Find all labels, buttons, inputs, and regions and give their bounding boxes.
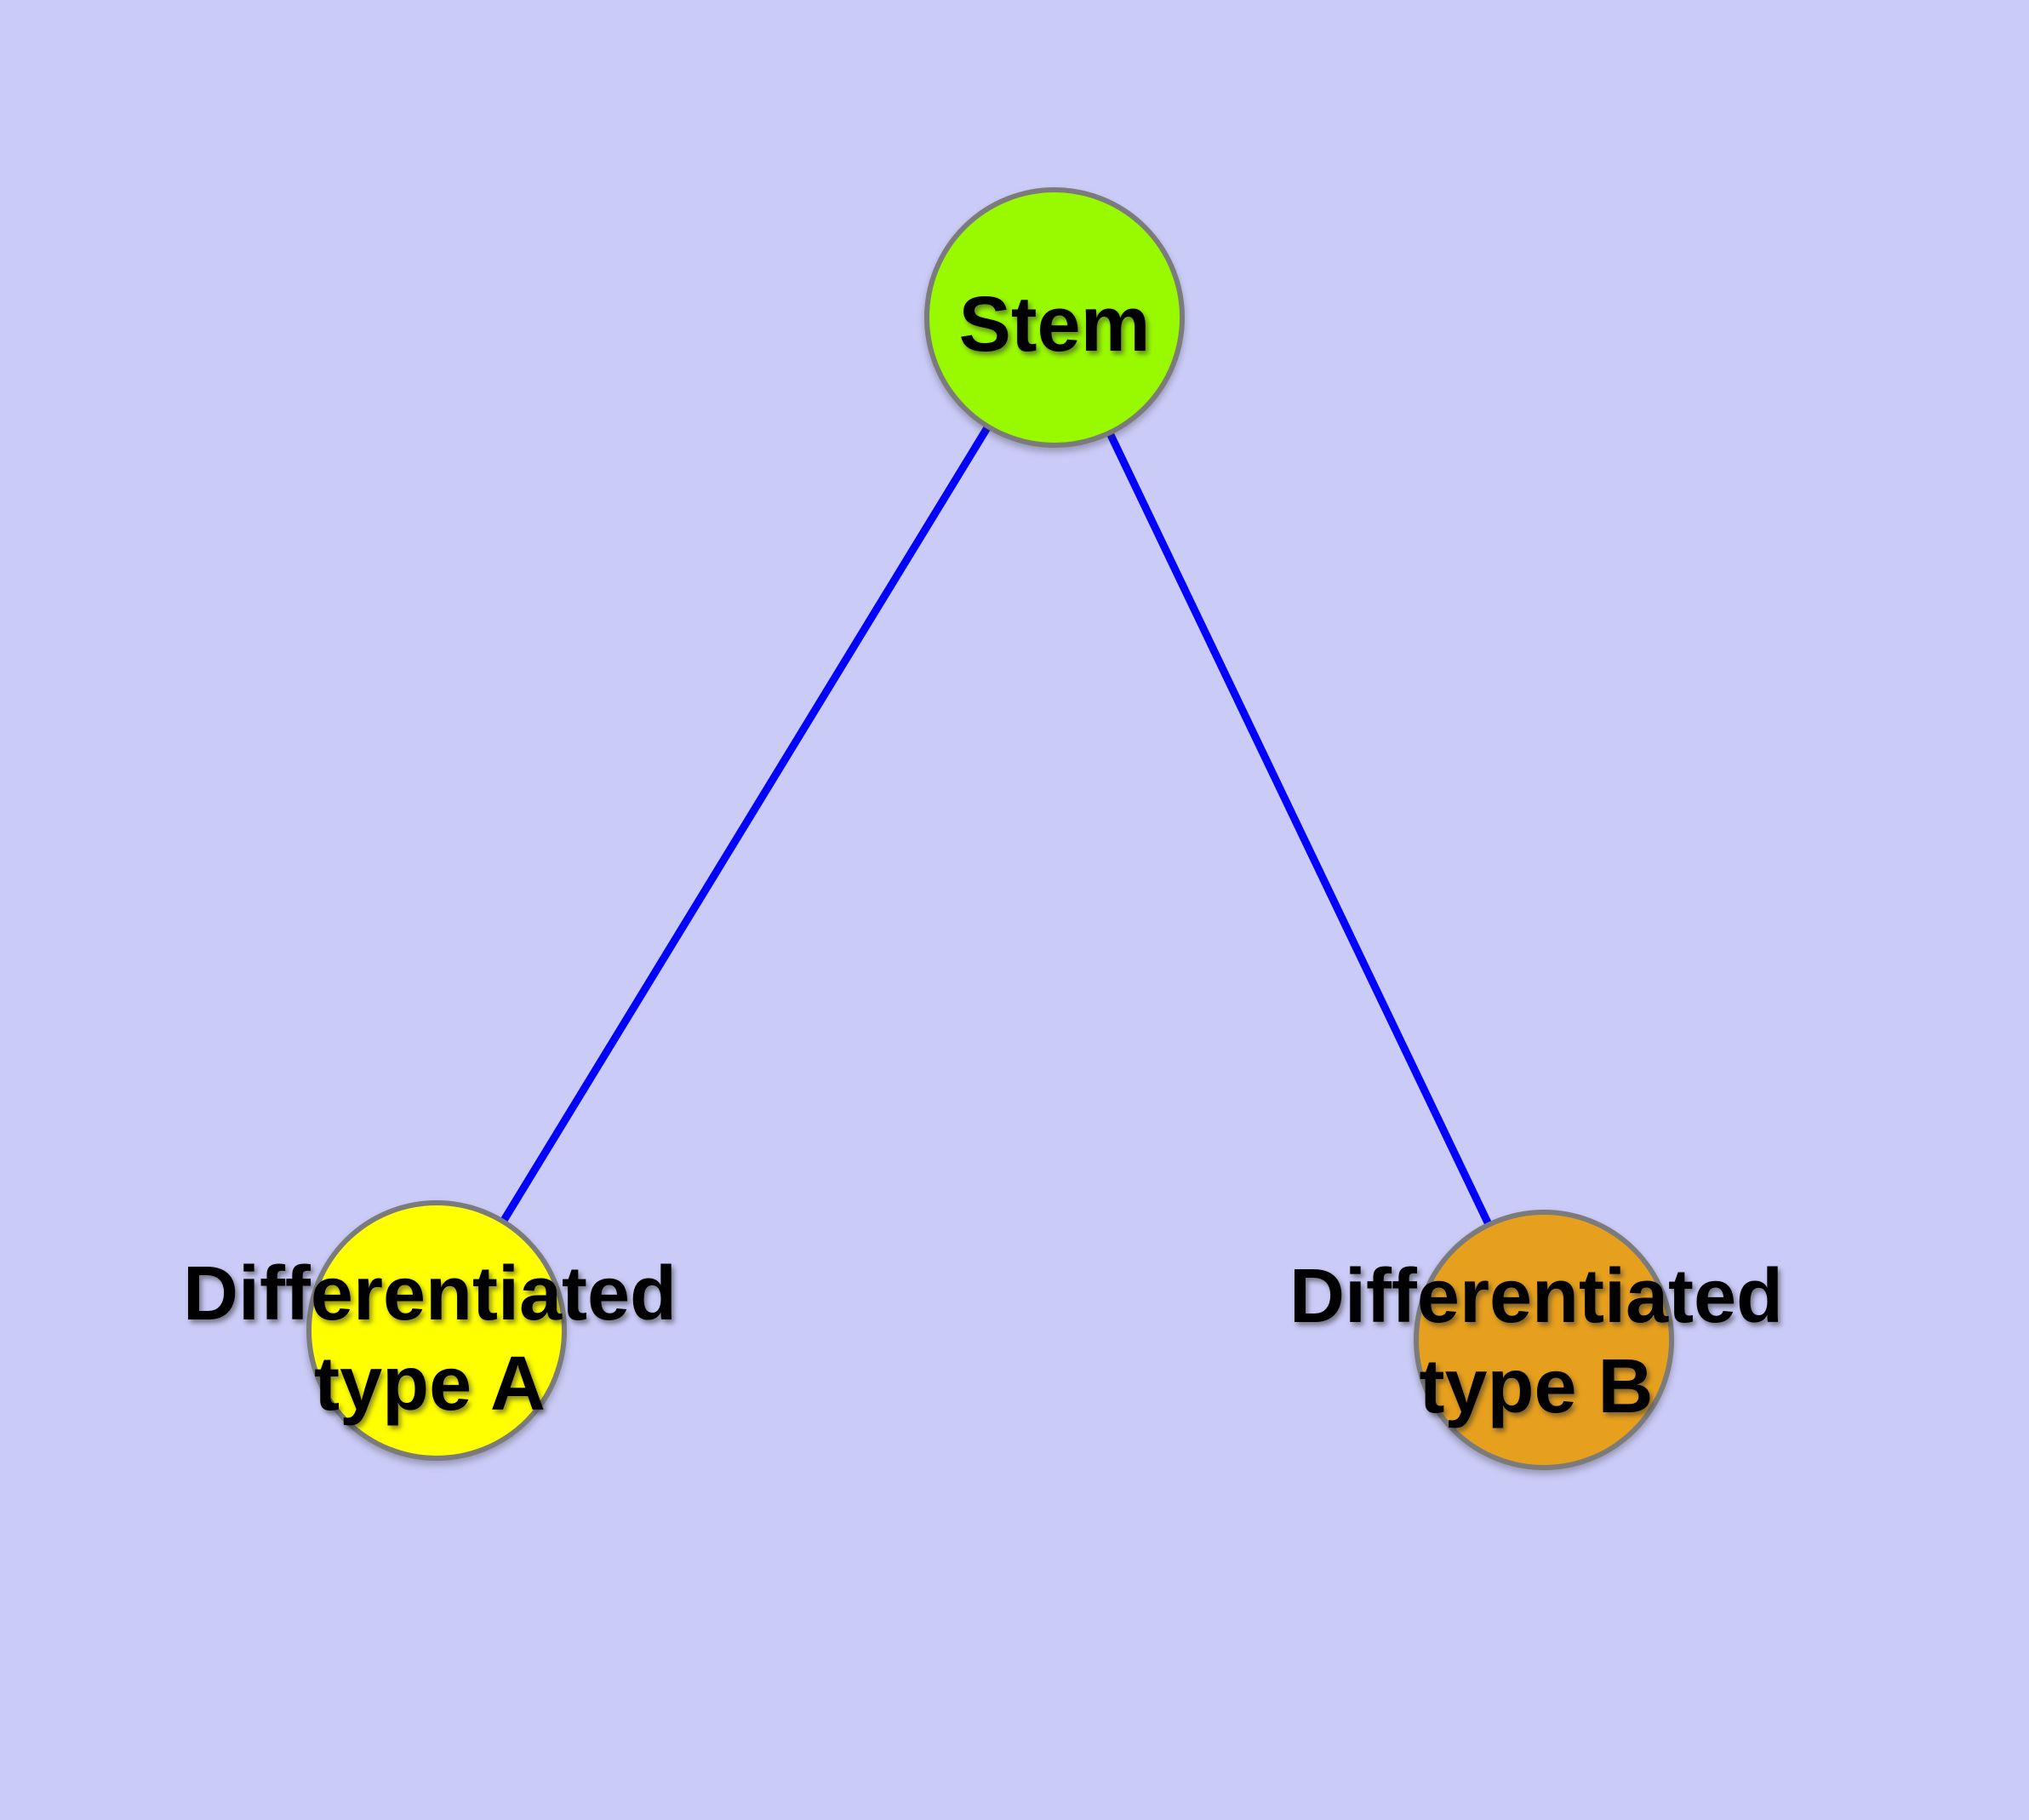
node-stem-label: Stem	[959, 281, 1151, 368]
edge-stem-to-type-a	[432, 313, 1059, 1335]
node-type-b-label-line2: type B	[1419, 1344, 1653, 1429]
node-type-a-label-line2: type A	[314, 1342, 546, 1427]
node-type-a-label-line1: Differentiated	[183, 1251, 677, 1336]
node-type-b-circle	[1414, 1210, 1674, 1470]
node-stem-circle	[924, 187, 1185, 448]
edge-stem-to-type-b	[1050, 313, 1548, 1344]
node-type-a-circle	[306, 1200, 567, 1461]
node-type-b-label-line1: Differentiated	[1289, 1254, 1783, 1339]
